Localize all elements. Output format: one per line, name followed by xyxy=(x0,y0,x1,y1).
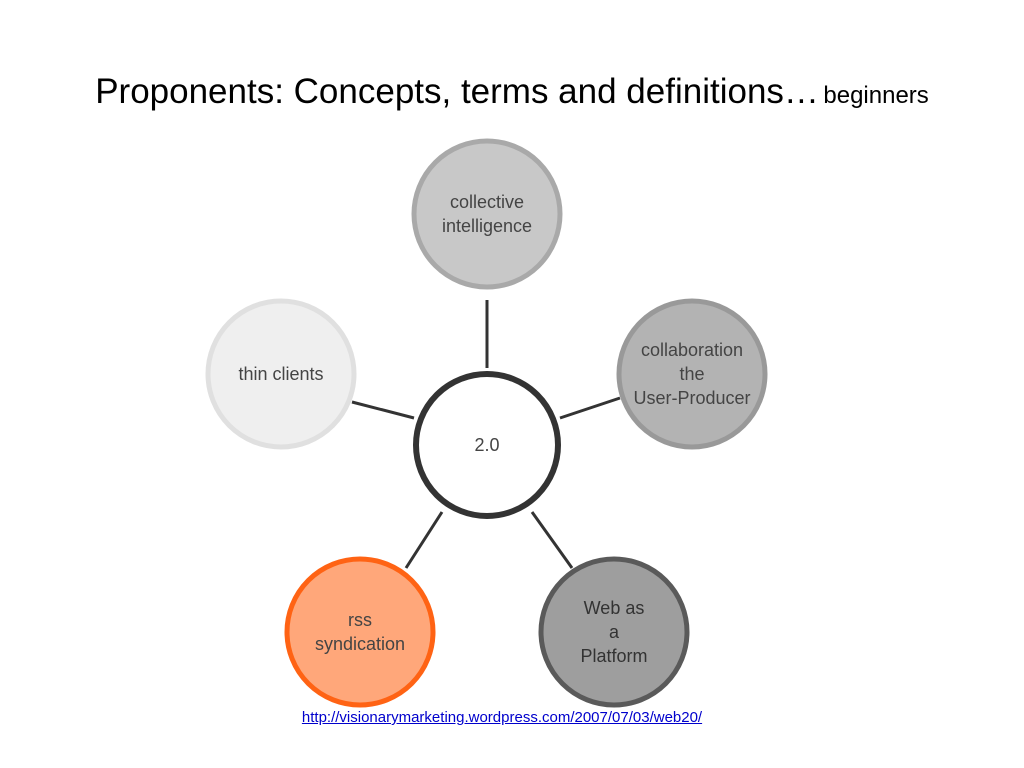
title-sub: beginners xyxy=(823,82,929,109)
source-link[interactable]: http://visionarymarketing.wordpress.com/… xyxy=(301,709,703,726)
connector-collaboration xyxy=(559,396,621,420)
node-rss-syndication: rss syndication xyxy=(284,556,436,708)
node-label-line: collaboration xyxy=(641,340,743,360)
connector-web-as-platform xyxy=(530,511,574,569)
connector-rss-syndication xyxy=(404,511,444,569)
node-thin-clients: thin clients xyxy=(205,298,357,450)
node-label-line: User-Producer xyxy=(633,388,750,408)
center-label: 2.0 xyxy=(474,435,499,455)
source-link-container: http://visionarymarketing.wordpress.com/… xyxy=(0,709,1004,726)
slide-title: Proponents: Concepts, terms and definiti… xyxy=(0,72,1024,112)
node-collective-intelligence: collective intelligence xyxy=(411,138,563,290)
node-label-line: syndication xyxy=(315,634,405,654)
node-label-line: Web as xyxy=(584,598,645,618)
node-label-line: intelligence xyxy=(442,216,532,236)
connector-thin-clients xyxy=(351,400,415,420)
svg-text:thin clients: thin clients xyxy=(238,364,323,384)
node-label-line: collective xyxy=(450,192,524,212)
node-label-line: thin clients xyxy=(238,364,323,384)
node-label-line: rss xyxy=(348,610,372,630)
node-label-line: the xyxy=(679,364,704,384)
node-label-line: Platform xyxy=(580,646,647,666)
node-center: 2.0 xyxy=(413,371,561,519)
title-main: Proponents: Concepts, terms and definiti… xyxy=(95,72,819,111)
node-label-line: a xyxy=(609,622,620,642)
